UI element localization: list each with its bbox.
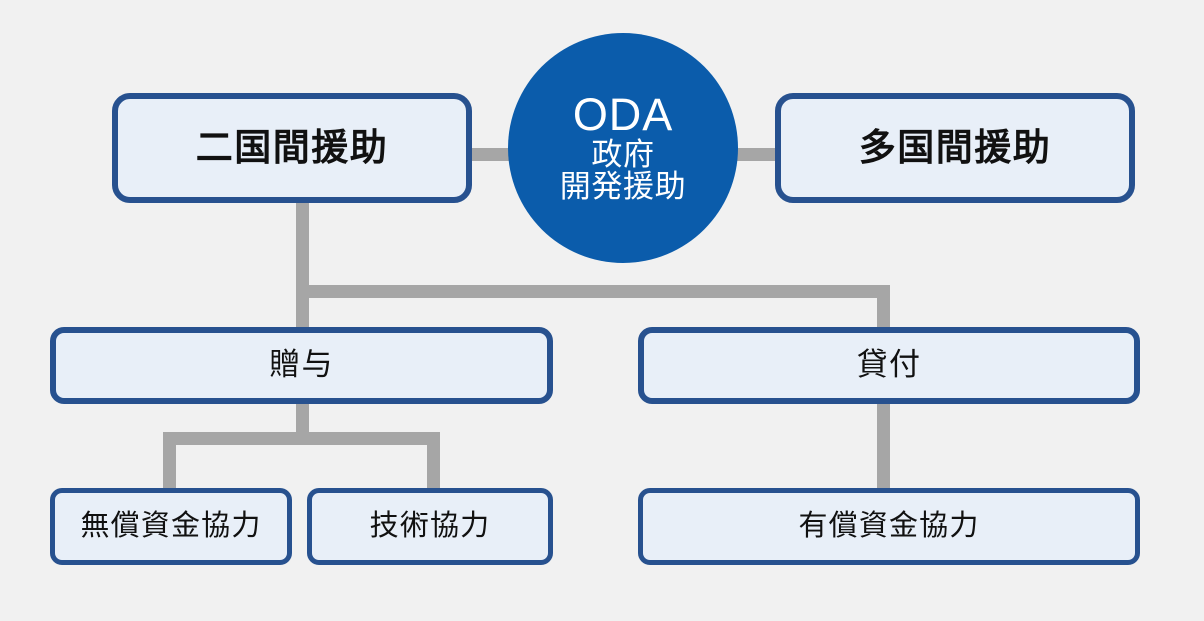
node-loan: 貸付 <box>638 327 1140 404</box>
node-grant-label: 贈与 <box>269 347 334 383</box>
node-grant: 贈与 <box>50 327 553 404</box>
connector-to-grant-aid-vertical <box>163 432 176 492</box>
center-node-acronym: ODA <box>572 89 674 141</box>
center-node-oda: ODA 政府 開発援助 <box>508 33 738 263</box>
connector-to-loan-aid-vertical <box>877 399 890 493</box>
node-bilateral-aid: 二国間援助 <box>112 93 472 203</box>
node-grant-aid: 無償資金協力 <box>50 488 292 565</box>
center-node-line1: 政府 <box>591 137 655 173</box>
node-multilateral-aid-label: 多国間援助 <box>858 126 1052 168</box>
node-technical-cooperation: 技術協力 <box>307 488 553 565</box>
node-technical-cooperation-label: 技術協力 <box>369 509 491 542</box>
node-loan-label: 貸付 <box>856 347 922 383</box>
connector-to-technical-cooperation-vertical <box>427 432 440 492</box>
node-bilateral-aid-label: 二国間援助 <box>195 126 389 168</box>
connector-bilateral-vertical <box>296 198 309 332</box>
node-loan-aid: 有償資金協力 <box>638 488 1140 565</box>
connector-grant-branch-horizontal <box>163 432 440 445</box>
center-node-line2: 開発援助 <box>559 169 687 205</box>
node-loan-aid-label: 有償資金協力 <box>798 509 980 542</box>
node-grant-aid-label: 無償資金協力 <box>80 509 262 542</box>
node-multilateral-aid: 多国間援助 <box>775 93 1135 203</box>
connector-bilateral-branch-horizontal <box>296 285 890 298</box>
connector-to-loan-vertical <box>877 285 890 332</box>
